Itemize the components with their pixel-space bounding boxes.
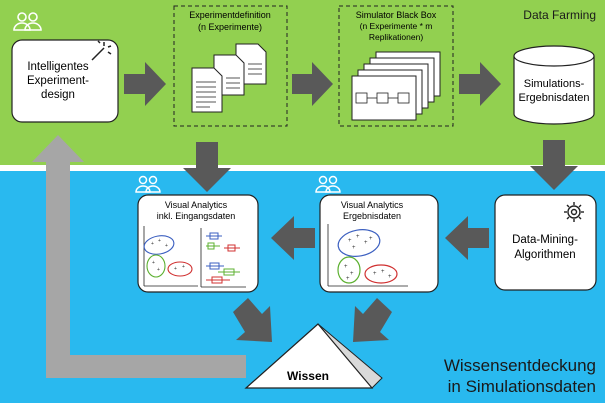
svg-text:+: + xyxy=(348,238,352,244)
results-line1: Simulations- xyxy=(524,78,585,90)
simulator-line3: Replikationen) xyxy=(369,32,424,42)
va-results-line1: Visual Analytics xyxy=(341,200,404,210)
svg-text:+: + xyxy=(352,245,356,251)
arrow-va-results-to-va-inputs xyxy=(271,216,315,260)
arrow-datamining-to-va-results xyxy=(445,216,489,260)
boxplot-icon xyxy=(200,228,246,288)
svg-text:+: + xyxy=(364,240,368,246)
node-experiment-design: Intelligentes Experiment- design xyxy=(11,39,119,123)
wissen-label: Wissen xyxy=(287,369,329,383)
arrow-definition-to-simulator xyxy=(292,62,333,106)
svg-text:+: + xyxy=(157,267,160,273)
scatter-plot-icon: +++ ++ +++ +++ xyxy=(327,224,408,287)
svg-text:+: + xyxy=(344,264,348,270)
va-results-line2: Ergebnisdaten xyxy=(343,211,401,221)
datamining-line1: Data-Mining- xyxy=(512,234,578,246)
band-title-line1: Wissensentdeckung xyxy=(444,356,596,375)
band-title-data-farming: Data Farming xyxy=(523,8,596,22)
svg-text:+: + xyxy=(182,264,185,270)
svg-text:+: + xyxy=(158,238,161,244)
svg-text:+: + xyxy=(152,260,155,266)
svg-text:+: + xyxy=(350,271,354,277)
node-va-results: Visual Analytics Ergebnisdaten +++ ++ ++… xyxy=(319,194,439,293)
svg-text:+: + xyxy=(369,236,373,242)
node-wissen: Wissen xyxy=(244,323,383,389)
simulator-stack-icon xyxy=(351,51,441,121)
design-line2: Experiment- xyxy=(27,75,89,87)
svg-text:+: + xyxy=(381,269,385,275)
white-divider xyxy=(0,165,605,171)
va-inputs-line2: inkl. Eingangsdaten xyxy=(157,211,236,221)
users-icon xyxy=(13,12,42,31)
svg-text:+: + xyxy=(346,276,350,282)
svg-text:+: + xyxy=(151,241,154,247)
arrow-design-to-definition xyxy=(124,62,166,106)
svg-text:+: + xyxy=(174,266,177,272)
definition-line2: (n Experimente) xyxy=(198,22,262,32)
design-line1: Intelligentes xyxy=(27,61,89,73)
arrow-definition-to-va-inputs xyxy=(183,142,231,192)
scatter-plot-icon-small: +++ ++ ++ xyxy=(143,226,198,287)
definition-line1: Experimentdefinition xyxy=(189,10,271,20)
node-experiment-definition: Experimentdefinition (n Experimente) xyxy=(173,5,288,127)
svg-text:+: + xyxy=(356,234,360,240)
users-icon-results xyxy=(315,175,341,193)
node-va-inputs: Visual Analytics inkl. Eingangsdaten +++… xyxy=(137,194,259,293)
svg-text:+: + xyxy=(388,274,392,280)
svg-text:+: + xyxy=(165,243,168,249)
users-icon-inputs xyxy=(135,175,161,193)
arrow-simulator-to-results xyxy=(459,62,501,106)
arrow-results-to-datamining xyxy=(530,140,578,190)
simulator-line1: Simulator Black Box xyxy=(356,10,437,20)
svg-text:+: + xyxy=(373,271,377,277)
arrow-va-inputs-to-wissen xyxy=(233,298,272,342)
gear-icon xyxy=(564,202,584,222)
design-line3: design xyxy=(41,89,75,101)
va-inputs-line1: Visual Analytics xyxy=(165,200,228,210)
band-title-line2: in Simulationsdaten xyxy=(448,377,596,396)
magic-wand-icon xyxy=(91,40,112,61)
arrow-va-results-to-wissen xyxy=(353,298,392,342)
results-line2: Ergebnisdaten xyxy=(519,92,590,104)
datamining-line2: Algorithmen xyxy=(514,249,575,261)
document-stack-icon xyxy=(191,43,267,113)
simulator-line2: (n Experimente * m xyxy=(360,21,433,31)
node-simulator: Simulator Black Box (n Experimente * m R… xyxy=(338,5,454,127)
feedback-arrow xyxy=(32,135,246,378)
database-icon: Simulations- Ergebnisdaten xyxy=(513,45,595,125)
node-datamining: Data-Mining- Algorithmen xyxy=(494,194,597,291)
